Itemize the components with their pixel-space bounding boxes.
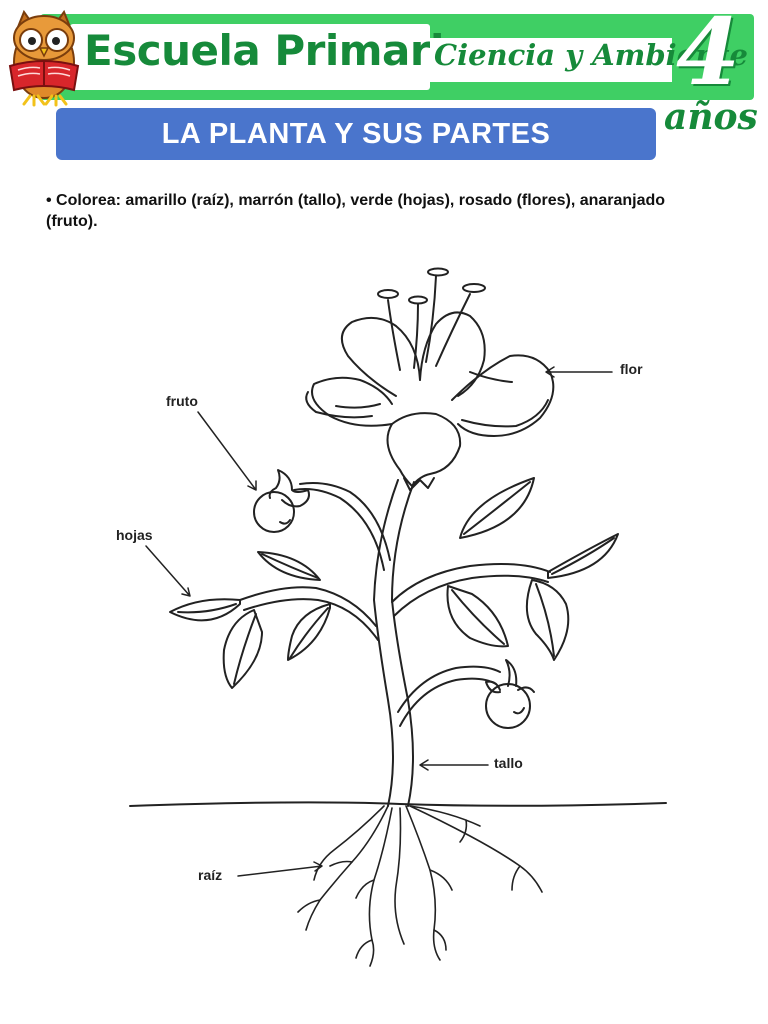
label-stem: tallo [494, 755, 523, 771]
school-title-box [70, 24, 430, 90]
owl-mascot-icon [8, 9, 80, 107]
arrow-leaves [145, 545, 191, 597]
leaf-branch-right [391, 563, 551, 617]
topic-title: LA PLANTA Y SUS PARTES [161, 117, 551, 150]
age-unit: años [664, 96, 758, 138]
stem [373, 479, 415, 807]
subject-title-box [430, 38, 672, 82]
fruits [253, 469, 535, 729]
plant-diagram: flor fruto hojas tallo raíz [0, 250, 768, 980]
topic-banner: LA PLANTA Y SUS PARTES [56, 108, 656, 160]
arrow-root [237, 861, 323, 877]
subject-title: Ciencia y Ambiente [434, 38, 749, 72]
label-flower: flor [620, 361, 643, 377]
arrow-stem [419, 759, 489, 771]
coloring-instruction: • Colorea: amarillo (raíz), marrón (tall… [46, 192, 666, 230]
label-leaves: hojas [116, 527, 153, 543]
leaves [169, 477, 619, 689]
arrow-fruit [197, 411, 257, 491]
roots [297, 805, 543, 967]
school-title: Escuela Primaria [84, 26, 472, 75]
fruit-branch-left [293, 482, 391, 571]
fruit-branch-right [397, 665, 501, 727]
flower [305, 267, 555, 491]
ground-line [129, 801, 667, 807]
arrow-flower [545, 366, 613, 378]
label-arrows [145, 366, 613, 877]
label-fruit: fruto [166, 393, 198, 409]
label-root: raíz [198, 867, 223, 883]
leaf-branch-left [239, 586, 379, 641]
plant-drawing [129, 267, 667, 967]
age-number: 4 [676, 0, 741, 106]
